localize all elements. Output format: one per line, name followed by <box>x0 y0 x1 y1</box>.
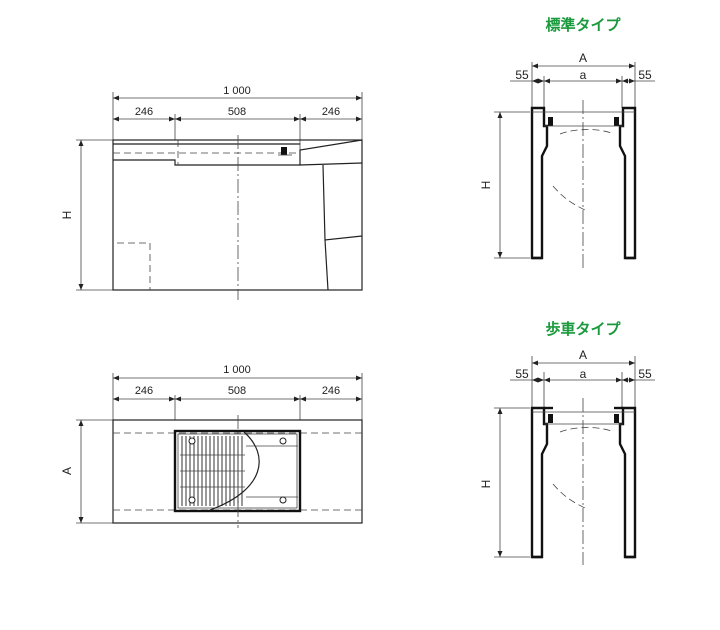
standard-inner-label: a <box>580 68 587 82</box>
plan-view: 1 000 246 508 246 A <box>60 364 363 528</box>
standard-height-label: H <box>479 181 493 190</box>
standard-left-offset: 55 <box>515 68 529 82</box>
standard-right-offset: 55 <box>638 68 652 82</box>
sidewalk-width-label: A <box>579 348 587 362</box>
plan-width-label: A <box>60 467 74 475</box>
side-elevation-view: 1 000 246 508 246 H <box>60 85 363 300</box>
side-total-dim: 1 000 <box>223 85 251 97</box>
sidewalk-right-offset: 55 <box>638 367 652 381</box>
sidewalk-left-offset: 55 <box>515 367 529 381</box>
side-middle-dim: 508 <box>228 106 246 118</box>
sidewalk-section-view: 歩車タイプ A a 55 55 H <box>479 320 655 565</box>
standard-width-label: A <box>579 51 587 65</box>
side-height-label: H <box>60 211 74 220</box>
plan-right-dim: 246 <box>322 385 340 397</box>
standard-type-title: 標準タイプ <box>545 16 621 34</box>
plan-left-dim: 246 <box>135 385 153 397</box>
sidewalk-height-label: H <box>479 480 493 489</box>
side-left-dim: 246 <box>135 106 153 118</box>
plan-total-dim: 1 000 <box>223 364 251 376</box>
sidewalk-inner-label: a <box>580 367 587 381</box>
plan-middle-dim: 508 <box>228 385 246 397</box>
sidewalk-type-title: 歩車タイプ <box>545 320 621 338</box>
standard-section-view: 標準タイプ A a 55 55 H <box>479 16 655 268</box>
side-right-dim: 246 <box>322 106 340 118</box>
